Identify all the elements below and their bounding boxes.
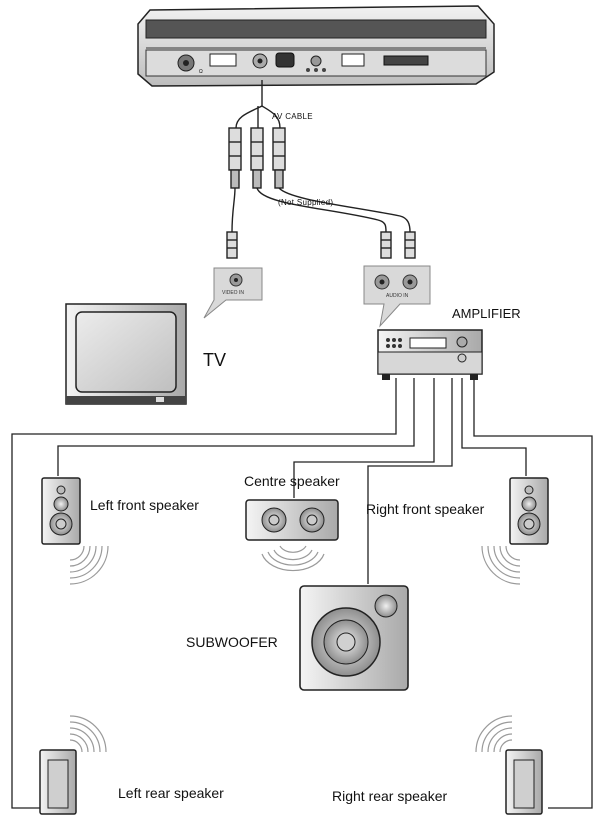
speaker-wires [11, 378, 593, 809]
dvd-player [137, 5, 495, 87]
right-rear-speaker-label: Right rear speaker [332, 788, 448, 804]
centre-speaker [245, 499, 339, 541]
audio-in-jack-label: AUDIO IN [386, 293, 409, 299]
left-front-speaker-label: Left front speaker [90, 497, 199, 513]
right-front-speaker [509, 477, 549, 545]
audio-in-jack-panel [363, 265, 431, 328]
tv-label: TV [203, 350, 227, 370]
video-in-jack-label: VIDEO IN [222, 290, 244, 296]
video-in-jack-panel [203, 267, 263, 319]
left-front-speaker [41, 477, 81, 545]
tv [65, 303, 187, 405]
left-rear-sound-waves [69, 715, 107, 753]
subwoofer [299, 585, 409, 691]
not-supplied-label: (Not Supplied) [278, 198, 334, 207]
right-rear-speaker [505, 749, 543, 815]
right-front-speaker-label: Right front speaker [366, 501, 485, 517]
svg-text:Ω: Ω [199, 69, 203, 75]
amplifier-label: AMPLIFIER [452, 306, 521, 321]
centre-speaker-label: Centre speaker [244, 473, 340, 489]
subwoofer-label: SUBWOOFER [186, 634, 278, 650]
right-rear-sound-waves [475, 715, 513, 753]
amplifier [377, 329, 483, 380]
left-rear-speaker [39, 749, 77, 815]
centre-sound-waves [261, 545, 325, 572]
av-cable-label: AV CABLE [272, 112, 313, 121]
right-front-sound-waves [481, 545, 521, 585]
left-rear-speaker-label: Left rear speaker [118, 785, 224, 801]
av-cable [226, 80, 416, 259]
left-front-sound-waves [69, 545, 109, 585]
